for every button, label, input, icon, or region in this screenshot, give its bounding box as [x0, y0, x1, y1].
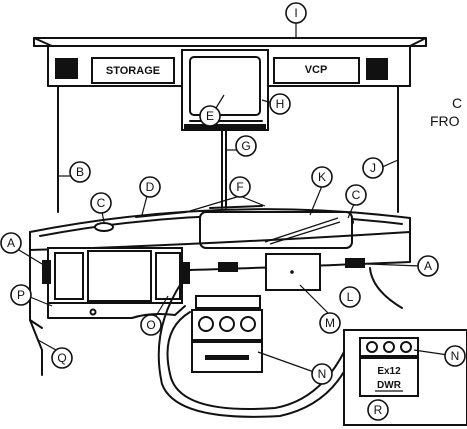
dash-body: [29, 231, 411, 376]
callout-d: D: [139, 176, 161, 198]
callout-m: M: [319, 312, 341, 334]
callout-p: P: [10, 284, 32, 306]
callout-c-right: C: [345, 184, 367, 206]
callout-e: E: [199, 105, 221, 127]
callout-a-right: A: [417, 255, 439, 277]
callout-n-center: N: [311, 363, 333, 385]
vcp-label: VCP: [305, 64, 328, 76]
leader-lines: [18, 22, 449, 373]
svg-text:N: N: [318, 367, 327, 381]
svg-text:A: A: [7, 236, 15, 250]
left-dash-speaker: [94, 222, 114, 232]
callout-n-inset: N: [444, 345, 466, 367]
storage-panel: [91, 57, 175, 84]
callout-r: R: [367, 399, 389, 421]
svg-text:C: C: [97, 196, 106, 210]
center-console: [157, 281, 351, 418]
inset-detail: Ex12 DWR: [343, 329, 467, 426]
svg-text:J: J: [370, 161, 376, 175]
svg-text:L: L: [347, 290, 354, 304]
callout-h: H: [269, 93, 291, 115]
svg-text:Q: Q: [57, 351, 66, 365]
right-speaker-grille: [366, 58, 388, 80]
svg-text:I: I: [294, 6, 297, 20]
svg-text:H: H: [276, 97, 285, 111]
left-speaker-grille: [55, 58, 78, 79]
callout-a-left: A: [0, 232, 22, 254]
svg-text:C: C: [352, 188, 361, 202]
callout-q: Q: [51, 347, 73, 369]
callout-b: B: [69, 161, 91, 183]
side-text-line1: C: [452, 95, 462, 111]
right-vent: [345, 258, 365, 268]
callout-l: L: [339, 286, 361, 308]
svg-text:E: E: [206, 109, 214, 123]
callout-f: F: [229, 176, 251, 198]
callout-k: K: [311, 166, 333, 188]
callout-i: I: [285, 2, 307, 24]
callout-o: O: [140, 314, 162, 336]
console-top: [195, 295, 261, 309]
callout-g: G: [235, 135, 257, 157]
side-text-line2: FRO: [430, 113, 460, 129]
center-vent: [218, 262, 238, 272]
svg-text:G: G: [241, 139, 250, 153]
callout-j: J: [362, 157, 384, 179]
svg-text:N: N: [451, 349, 460, 363]
svg-text:D: D: [146, 180, 155, 194]
overhead-cabinet: STORAGE VCP: [33, 37, 427, 213]
monitor: [181, 49, 269, 209]
svg-text:R: R: [374, 403, 383, 417]
svg-text:K: K: [318, 170, 326, 184]
dash-display-window: [199, 211, 353, 249]
svg-text:O: O: [146, 318, 155, 332]
svg-text:M: M: [325, 316, 335, 330]
svg-text:B: B: [76, 165, 84, 179]
svg-text:A: A: [424, 259, 432, 273]
inset-drawer: [359, 357, 419, 397]
left-side-switches: [42, 260, 51, 284]
drawer-label-line1: Ex12: [377, 366, 401, 377]
svg-text:P: P: [17, 288, 25, 302]
vcp-panel: [273, 57, 360, 84]
storage-label: STORAGE: [106, 65, 160, 77]
drawer-label-line2: DWR: [377, 380, 402, 391]
svg-text:F: F: [236, 180, 243, 194]
callout-c-left: C: [90, 192, 112, 214]
dash-top: [29, 205, 411, 249]
